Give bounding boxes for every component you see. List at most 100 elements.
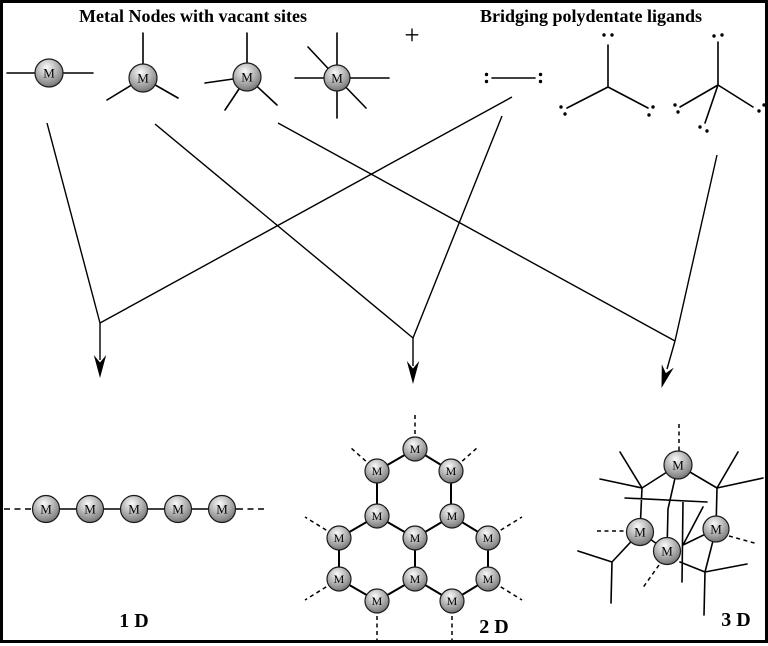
metal-sphere bbox=[34, 58, 64, 88]
lone-pair-dot bbox=[720, 33, 724, 37]
metal-sphere bbox=[402, 566, 428, 592]
bond-lines bbox=[204, 32, 278, 111]
lone-pair-dot bbox=[484, 72, 489, 77]
bond-lines bbox=[294, 32, 390, 119]
metal-sphere bbox=[663, 450, 693, 480]
lone-pair-dot bbox=[705, 129, 709, 133]
lone-pair-dot bbox=[698, 125, 702, 129]
network-dashed-stubs bbox=[304, 415, 523, 640]
lone-pair-dot bbox=[651, 105, 655, 109]
title-metal-nodes: Metal Nodes with vacant sites bbox=[79, 6, 307, 26]
metal-sphere bbox=[323, 64, 351, 92]
ligand-trigonal-tritopic bbox=[559, 33, 655, 117]
metal-node-linear: M bbox=[6, 58, 94, 88]
lone-pair-dot bbox=[602, 33, 606, 37]
metal-label: M bbox=[372, 464, 383, 478]
arrowhead-1d bbox=[93, 355, 107, 378]
metal-label: M bbox=[216, 502, 228, 517]
title-ligands: Bridging polydentate ligands bbox=[480, 6, 702, 26]
ligand-line bbox=[566, 44, 649, 109]
plus-sign: + bbox=[404, 20, 419, 50]
metal-nodes-group: M M M M bbox=[6, 32, 390, 119]
ligand-line bbox=[679, 41, 754, 124]
metal-sphere bbox=[439, 503, 465, 529]
arrowhead-3d bbox=[661, 364, 674, 388]
metal-sphere bbox=[475, 566, 501, 592]
metal-label: M bbox=[483, 531, 494, 545]
framework-dashed-stubs bbox=[597, 424, 759, 590]
label-2d: 2 D bbox=[479, 616, 508, 638]
metal-label: M bbox=[40, 502, 52, 517]
metal-sphere bbox=[75, 494, 105, 524]
metal-label: M bbox=[84, 502, 96, 517]
metal-sphere bbox=[364, 458, 390, 484]
metal-label: M bbox=[137, 71, 149, 86]
metal-node-trigonal: M bbox=[106, 32, 179, 101]
metal-node-tetrahedral: M bbox=[204, 32, 278, 111]
structure-1d: M M M M M 1 D bbox=[4, 494, 268, 632]
metal-label: M bbox=[372, 509, 383, 523]
metal-label: M bbox=[483, 572, 494, 586]
combination-lines bbox=[46, 96, 718, 342]
metal-label: M bbox=[661, 544, 673, 559]
metal-node-octahedral: M bbox=[294, 32, 390, 119]
metal-label: M bbox=[410, 531, 421, 545]
network-bonds bbox=[338, 448, 489, 602]
metal-sphere bbox=[402, 436, 428, 462]
metal-label: M bbox=[334, 531, 345, 545]
metal-sphere bbox=[364, 503, 390, 529]
metal-label: M bbox=[43, 66, 55, 81]
ligand-tetrahedral-tetratopic bbox=[673, 33, 766, 133]
metal-label: M bbox=[334, 572, 345, 586]
lone-pair-dot bbox=[757, 109, 761, 113]
metal-label: M bbox=[372, 594, 383, 608]
metal-sphere bbox=[625, 517, 655, 547]
metal-sphere bbox=[402, 525, 428, 551]
metal-label: M bbox=[410, 442, 421, 456]
framework-bonds bbox=[577, 451, 764, 616]
metal-label: M bbox=[710, 522, 722, 537]
metal-label: M bbox=[331, 71, 343, 86]
metal-sphere bbox=[652, 536, 682, 566]
lone-pair-dot bbox=[673, 103, 677, 107]
metal-sphere bbox=[702, 515, 730, 543]
lone-pair-dot bbox=[484, 79, 489, 84]
metal-label: M bbox=[410, 572, 421, 586]
metal-sphere bbox=[438, 458, 464, 484]
metal-label: M bbox=[241, 70, 253, 85]
label-3d: 3 D bbox=[721, 609, 750, 631]
ligand-linear-ditopic bbox=[484, 72, 543, 84]
metal-sphere bbox=[31, 494, 61, 524]
metal-sphere bbox=[119, 494, 149, 524]
lone-pair-dot bbox=[762, 103, 766, 107]
lone-pair-dot bbox=[647, 113, 651, 117]
metal-sphere bbox=[326, 566, 352, 592]
ligands-group bbox=[484, 33, 766, 133]
structure-3d: M M M M 3 D bbox=[577, 424, 764, 631]
metal-sphere bbox=[326, 525, 352, 551]
metal-sphere bbox=[163, 494, 193, 524]
metal-sphere bbox=[364, 588, 390, 614]
metal-label: M bbox=[672, 458, 684, 473]
combination-lines-group bbox=[46, 96, 718, 388]
metal-label: M bbox=[634, 525, 646, 540]
metal-sphere bbox=[232, 62, 262, 92]
lone-pair-dot bbox=[610, 33, 614, 37]
lone-pair-dot bbox=[676, 110, 680, 114]
metal-label: M bbox=[172, 502, 184, 517]
lone-pair-dot bbox=[538, 72, 543, 77]
metal-label: M bbox=[447, 594, 458, 608]
lone-pair-dot bbox=[538, 79, 543, 84]
arrow-shafts bbox=[99, 323, 676, 370]
metal-label: M bbox=[128, 502, 140, 517]
metal-label: M bbox=[446, 464, 457, 478]
metal-label: M bbox=[447, 509, 458, 523]
metal-sphere bbox=[475, 525, 501, 551]
metal-sphere bbox=[207, 494, 237, 524]
arrowhead-2d bbox=[406, 361, 420, 384]
metal-sphere bbox=[128, 63, 158, 93]
lone-pair-dot bbox=[559, 105, 563, 109]
